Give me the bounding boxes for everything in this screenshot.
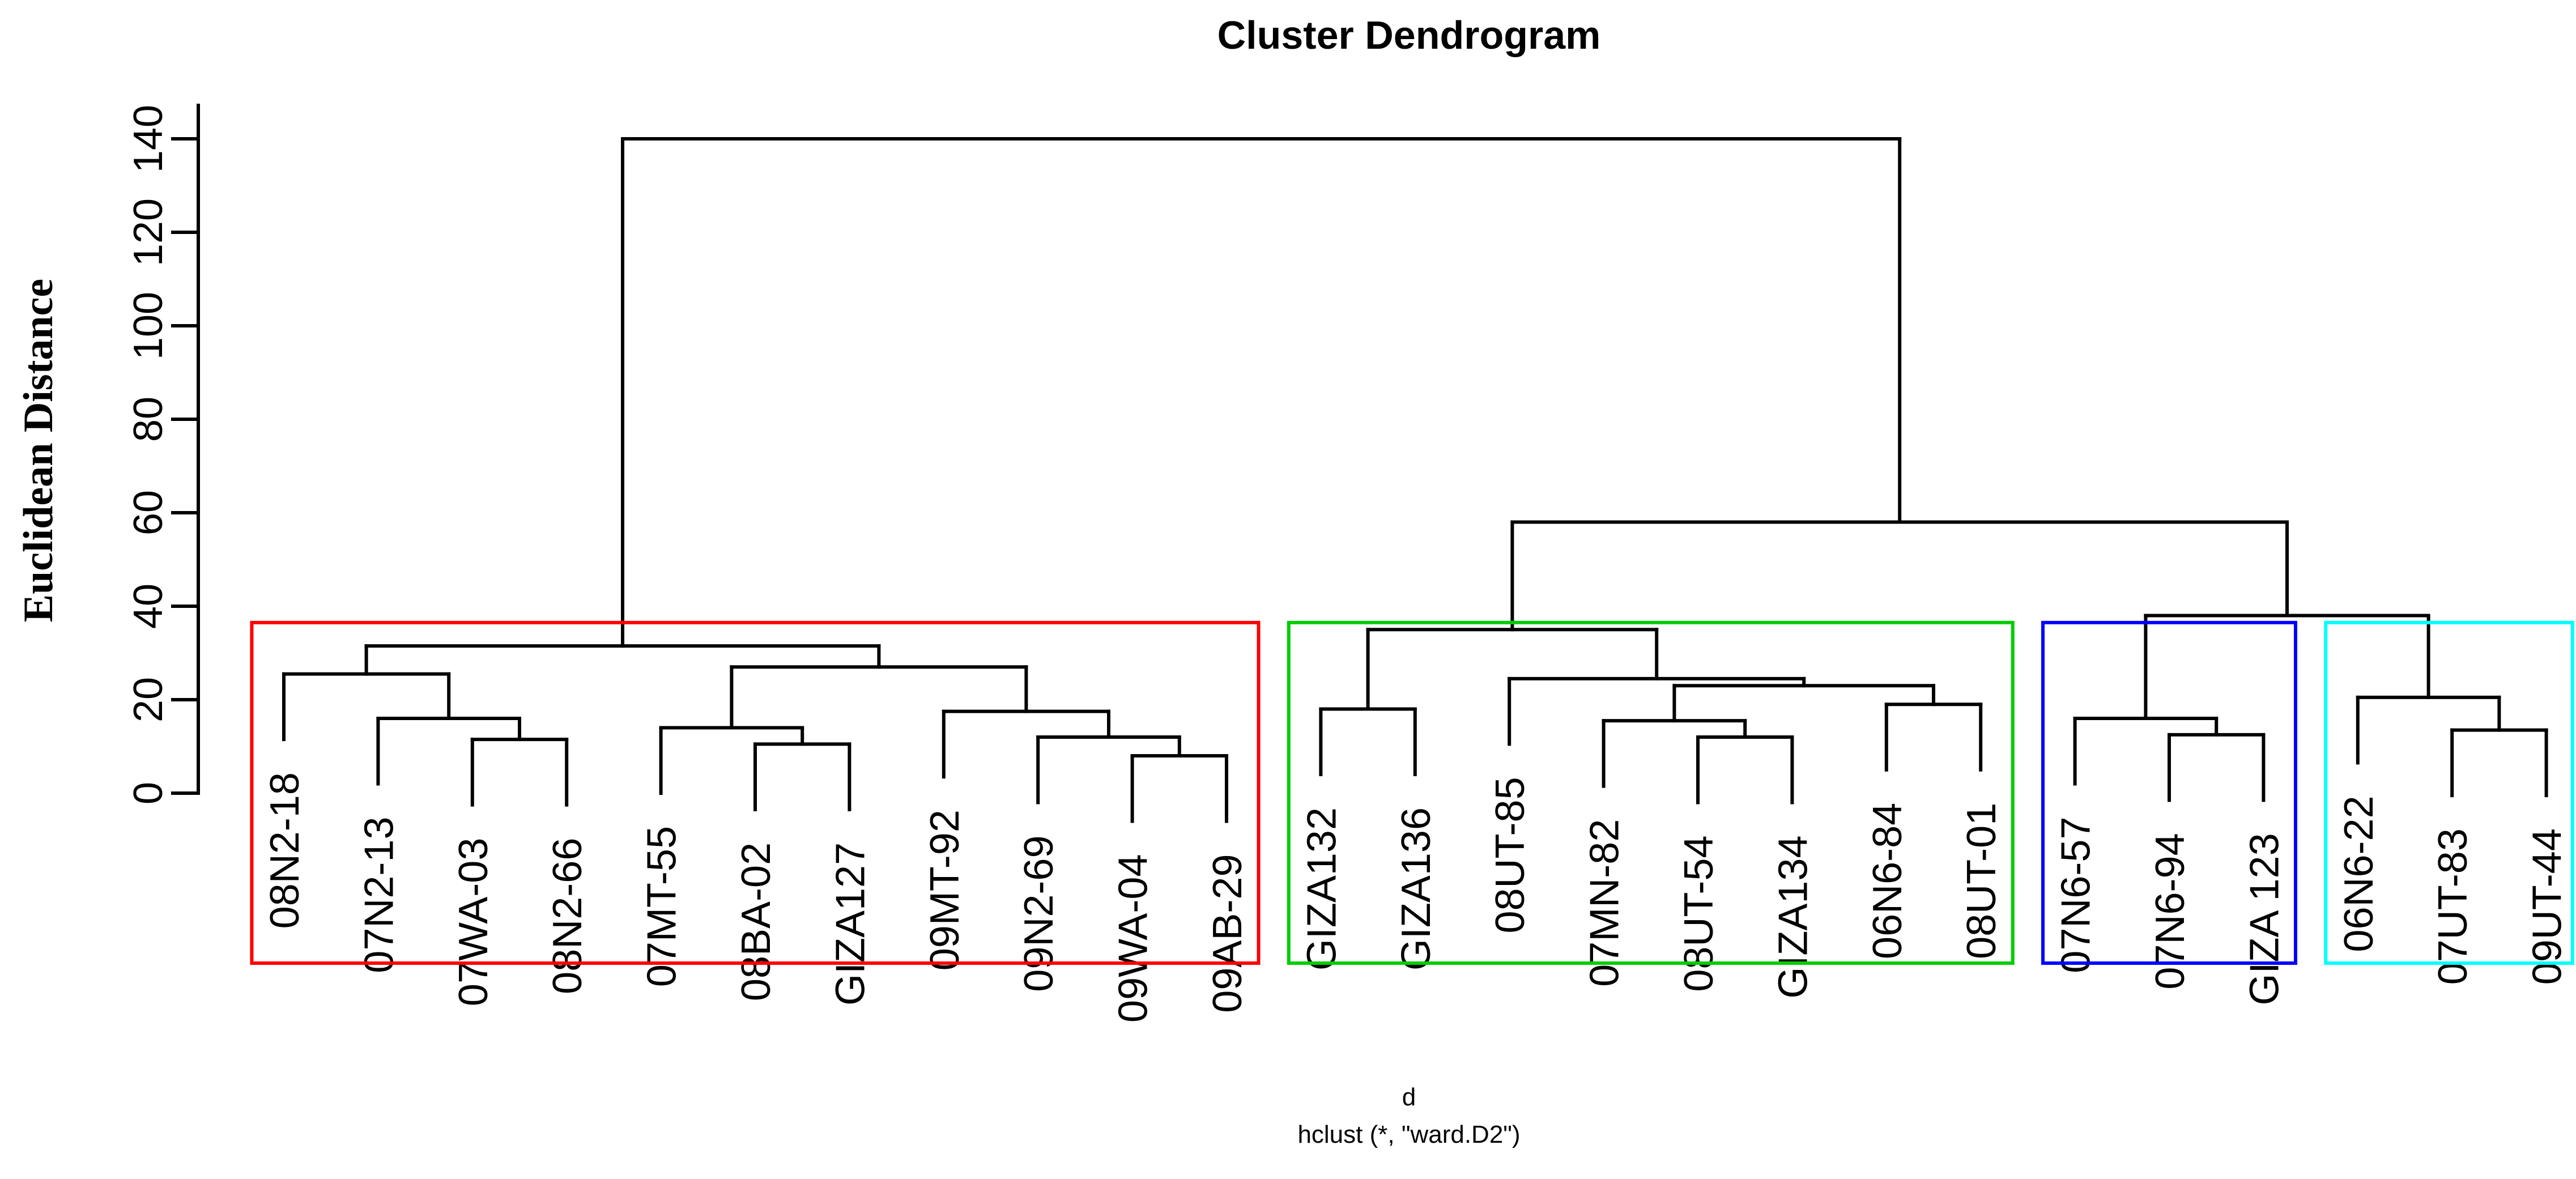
leaf-label-08N2-66: 08N2-66 bbox=[545, 838, 590, 994]
leaf-label-08BA-02: 08BA-02 bbox=[734, 842, 779, 1001]
leaf-label-GIZA132: GIZA132 bbox=[1299, 807, 1344, 971]
leaf-label-07UT-83: 07UT-83 bbox=[2430, 828, 2476, 985]
y-tick-label-100: 100 bbox=[126, 292, 171, 360]
leaf-label-07N6-57: 07N6-57 bbox=[2054, 817, 2099, 973]
leaf-label-08N2-18: 08N2-18 bbox=[262, 772, 308, 929]
leaf-label-GIZA127: GIZA127 bbox=[828, 842, 873, 1006]
leaf-label-GIZA 123: GIZA 123 bbox=[2242, 833, 2287, 1005]
leaf-label-08UT-54: 08UT-54 bbox=[1676, 836, 1722, 992]
cluster-box-4 bbox=[2324, 620, 2575, 965]
leaf-label-09N2-69: 09N2-69 bbox=[1016, 836, 1062, 992]
leaf-label-08UT-85: 08UT-85 bbox=[1488, 777, 1533, 933]
leaf-label-09AB-29: 09AB-29 bbox=[1205, 854, 1250, 1013]
leaf-label-07MT-55: 07MT-55 bbox=[640, 826, 685, 987]
cluster-box-3 bbox=[2041, 620, 2297, 965]
leaf-label-07WA-03: 07WA-03 bbox=[451, 838, 496, 1006]
y-tick-label-120: 120 bbox=[126, 198, 171, 266]
leaf-label-07MN-82: 07MN-82 bbox=[1582, 819, 1628, 987]
leaf-label-09WA-04: 09WA-04 bbox=[1111, 854, 1156, 1023]
leaf-label-GIZA134: GIZA134 bbox=[1770, 836, 1816, 999]
x-caption-variable: d bbox=[1402, 1083, 1416, 1111]
leaf-label-07N2-13: 07N2-13 bbox=[356, 817, 402, 973]
chart-title: Cluster Dendrogram bbox=[1217, 13, 1601, 57]
leaf-label-06N6-84: 06N6-84 bbox=[1865, 803, 1910, 959]
y-tick-label-40: 40 bbox=[126, 584, 171, 629]
x-caption-method: hclust (*, "ward.D2") bbox=[1297, 1121, 1521, 1148]
leaf-label-GIZA136: GIZA136 bbox=[1394, 807, 1439, 971]
y-tick-label-140: 140 bbox=[126, 105, 171, 173]
leaf-label-09MT-92: 09MT-92 bbox=[922, 810, 968, 971]
y-tick-label-20: 20 bbox=[126, 677, 171, 722]
leaf-label-06N6-22: 06N6-22 bbox=[2336, 795, 2382, 952]
y-axis-label: Euclidean Distance bbox=[15, 278, 62, 623]
leaf-label-07N6-94: 07N6-94 bbox=[2148, 833, 2193, 989]
y-tick-label-60: 60 bbox=[126, 490, 171, 535]
cluster-box-1 bbox=[250, 620, 1261, 965]
y-tick-label-80: 80 bbox=[126, 397, 171, 442]
y-tick-label-0: 0 bbox=[126, 782, 171, 805]
leaf-label-09UT-44: 09UT-44 bbox=[2525, 828, 2570, 985]
leaf-label-08UT-01: 08UT-01 bbox=[1959, 803, 2004, 959]
cluster-box-2 bbox=[1287, 620, 2015, 965]
